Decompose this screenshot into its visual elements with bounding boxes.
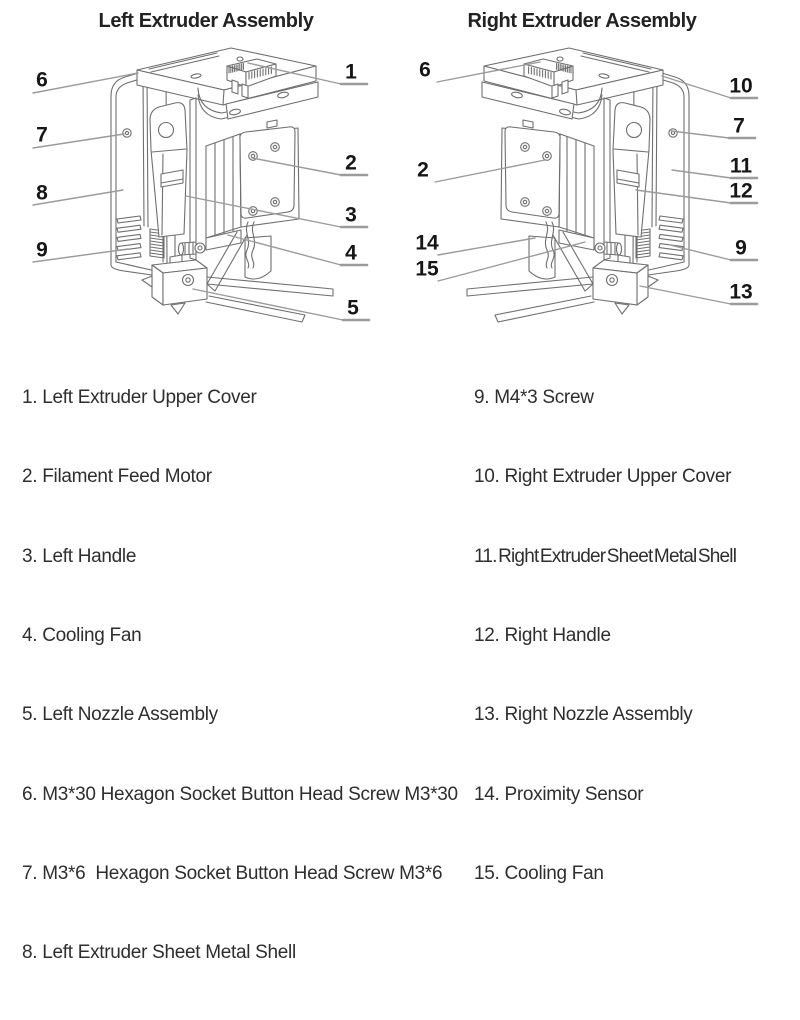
callout-right-15: 15 <box>415 257 439 281</box>
callout-right-12: 12 <box>729 179 753 203</box>
part-item-1: 1. Left Extruder Upper Cover <box>22 386 257 408</box>
part-item-13: 13. Right Nozzle Assembly <box>474 704 693 726</box>
callout-left-9: 9 <box>36 238 48 262</box>
parts-list-left: 1. Left Extruder Upper Cover 2. Filament… <box>22 332 458 1020</box>
page: Left Extruder Assembly Right Extruder As… <box>22 10 759 963</box>
callout-left-3: 3 <box>345 203 357 227</box>
callout-right-9: 9 <box>735 236 747 260</box>
part-item-7: 7. M3*6 Hexagon Socket Button Head Screw… <box>22 862 443 884</box>
left-diagram-title: Left Extruder Assembly <box>98 10 314 32</box>
callout-right-14: 14 <box>415 231 439 255</box>
left-assembly-leaders <box>32 62 371 322</box>
left-assembly-drawing <box>110 47 334 323</box>
part-item-10: 10. Right Extruder Upper Cover <box>474 466 732 488</box>
part-item-15: 15. Cooling Fan <box>474 862 604 884</box>
right-assembly-leaders <box>434 61 759 306</box>
callout-right-10: 10 <box>729 74 753 98</box>
callout-left-4: 4 <box>345 241 357 265</box>
callout-right-13: 13 <box>729 280 753 304</box>
callout-right-2: 2 <box>417 158 429 182</box>
callout-left-6: 6 <box>36 68 48 92</box>
part-item-11: 11. Right Extruder Sheet Metal Shell <box>474 545 737 567</box>
callout-right-11: 11 <box>729 154 753 178</box>
part-item-9: 9. M4*3 Screw <box>474 386 594 408</box>
parts-list-right: 9. M4*3 Screw 10. Right Extruder Upper C… <box>474 332 737 940</box>
part-item-14: 14. Proximity Sensor <box>474 783 644 805</box>
part-item-12: 12. Right Handle <box>474 624 611 646</box>
right-assembly-drawing <box>466 47 690 323</box>
callout-left-5: 5 <box>347 296 359 320</box>
part-item-5: 5. Left Nozzle Assembly <box>22 704 218 726</box>
part-item-8: 8. Left Extruder Sheet Metal Shell <box>22 942 296 964</box>
callout-right-6: 6 <box>419 58 431 82</box>
callout-left-8: 8 <box>36 181 48 205</box>
right-diagram-title: Right Extruder Assembly <box>467 10 697 32</box>
part-item-6: 6. M3*30 Hexagon Socket Button Head Scre… <box>22 783 458 805</box>
part-item-2: 2. Filament Feed Motor <box>22 466 212 488</box>
part-item-3: 3. Left Handle <box>22 545 137 567</box>
assembly-line-art <box>32 47 759 323</box>
part-item-4: 4. Cooling Fan <box>22 624 142 646</box>
callout-left-1: 1 <box>345 60 357 84</box>
callout-left-2: 2 <box>345 151 357 175</box>
callout-right-7: 7 <box>733 114 745 138</box>
callout-left-7: 7 <box>36 123 48 147</box>
